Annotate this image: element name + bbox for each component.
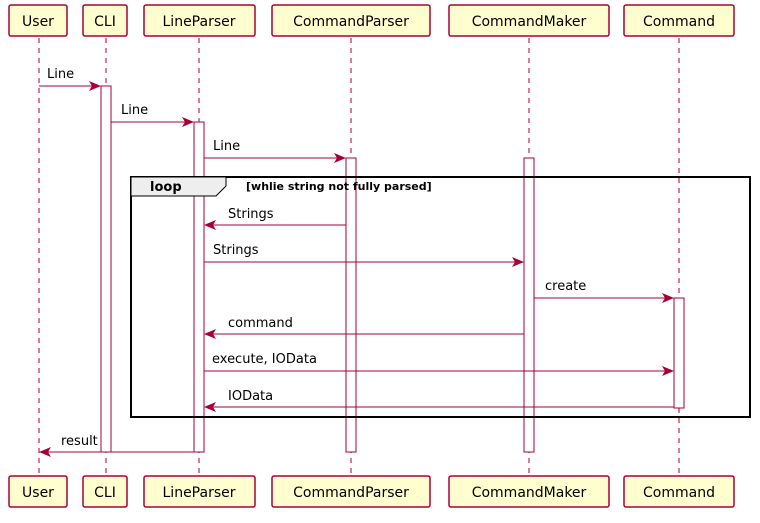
svg-text:create: create xyxy=(545,279,586,294)
svg-text:execute, IOData: execute, IOData xyxy=(212,352,317,367)
activation-lineparser xyxy=(193,121,205,453)
svg-text:LineParser: LineParser xyxy=(163,14,236,30)
participant-commandparser-bottom: CommandParser xyxy=(271,475,431,508)
svg-text:Command: Command xyxy=(643,485,715,501)
messages: Line Line Line Strings Strings create xyxy=(39,67,674,457)
activation-commandmaker xyxy=(523,157,535,453)
participant-user-bottom: User xyxy=(8,475,68,508)
svg-text:User: User xyxy=(22,485,54,501)
participant-cli: CLI xyxy=(82,4,128,37)
activation-commandparser xyxy=(345,157,357,453)
svg-text:Line: Line xyxy=(213,139,240,154)
svg-text:CommandParser: CommandParser xyxy=(293,485,409,501)
participants-bottom: User CLI LineParser CommandParser Comman… xyxy=(8,475,735,508)
loop-condition: [whlie string not fully parsed] xyxy=(246,180,432,193)
svg-text:CLI: CLI xyxy=(94,14,116,30)
message-command-to-lineparser: IOData xyxy=(204,389,674,412)
participant-commandmaker: CommandMaker xyxy=(448,4,610,37)
svg-text:LineParser: LineParser xyxy=(163,485,236,501)
participant-command: Command xyxy=(623,4,735,37)
loop-keyword: loop xyxy=(150,180,182,195)
svg-text:Line: Line xyxy=(47,67,74,82)
svg-text:result: result xyxy=(61,434,98,449)
svg-text:CLI: CLI xyxy=(94,485,116,501)
message-commandmaker-to-lineparser: command xyxy=(204,316,524,339)
loop-frame xyxy=(130,176,751,418)
participant-lineparser-bottom: LineParser xyxy=(143,475,256,508)
message-lineparser-to-user: result xyxy=(39,434,194,457)
message-commandmaker-to-command: create xyxy=(534,279,674,303)
svg-text:CommandMaker: CommandMaker xyxy=(472,14,587,30)
activation-command xyxy=(673,297,685,409)
activations xyxy=(100,85,685,453)
svg-text:command: command xyxy=(228,316,293,331)
svg-text:Strings: Strings xyxy=(213,243,259,258)
svg-text:Command: Command xyxy=(643,14,715,30)
svg-text:IOData: IOData xyxy=(228,389,273,404)
participant-user: User xyxy=(8,4,68,37)
message-lineparser-to-command: execute, IOData xyxy=(204,352,674,376)
activation-cli xyxy=(100,85,112,453)
message-commandparser-to-lineparser: Strings xyxy=(204,207,346,230)
participant-lineparser: LineParser xyxy=(143,4,256,37)
message-lineparser-to-commandmaker: Strings xyxy=(204,243,524,267)
message-lineparser-to-commandparser: Line xyxy=(204,139,346,163)
message-cli-to-lineparser: Line xyxy=(111,103,194,127)
svg-text:Strings: Strings xyxy=(228,207,274,222)
svg-text:User: User xyxy=(22,14,54,30)
loop-tab xyxy=(130,176,227,197)
participant-command-bottom: Command xyxy=(623,475,735,508)
loop-fragment: loop [whlie string not fully parsed] xyxy=(130,176,751,418)
participant-cli-bottom: CLI xyxy=(82,475,128,508)
participant-commandparser: CommandParser xyxy=(271,4,431,37)
participant-commandmaker-bottom: CommandMaker xyxy=(448,475,610,508)
participants-top: User CLI LineParser CommandParser Comman… xyxy=(8,4,735,37)
svg-text:Line: Line xyxy=(121,103,148,118)
message-user-to-cli: Line xyxy=(39,67,101,91)
svg-text:CommandMaker: CommandMaker xyxy=(472,485,587,501)
svg-text:CommandParser: CommandParser xyxy=(293,14,409,30)
